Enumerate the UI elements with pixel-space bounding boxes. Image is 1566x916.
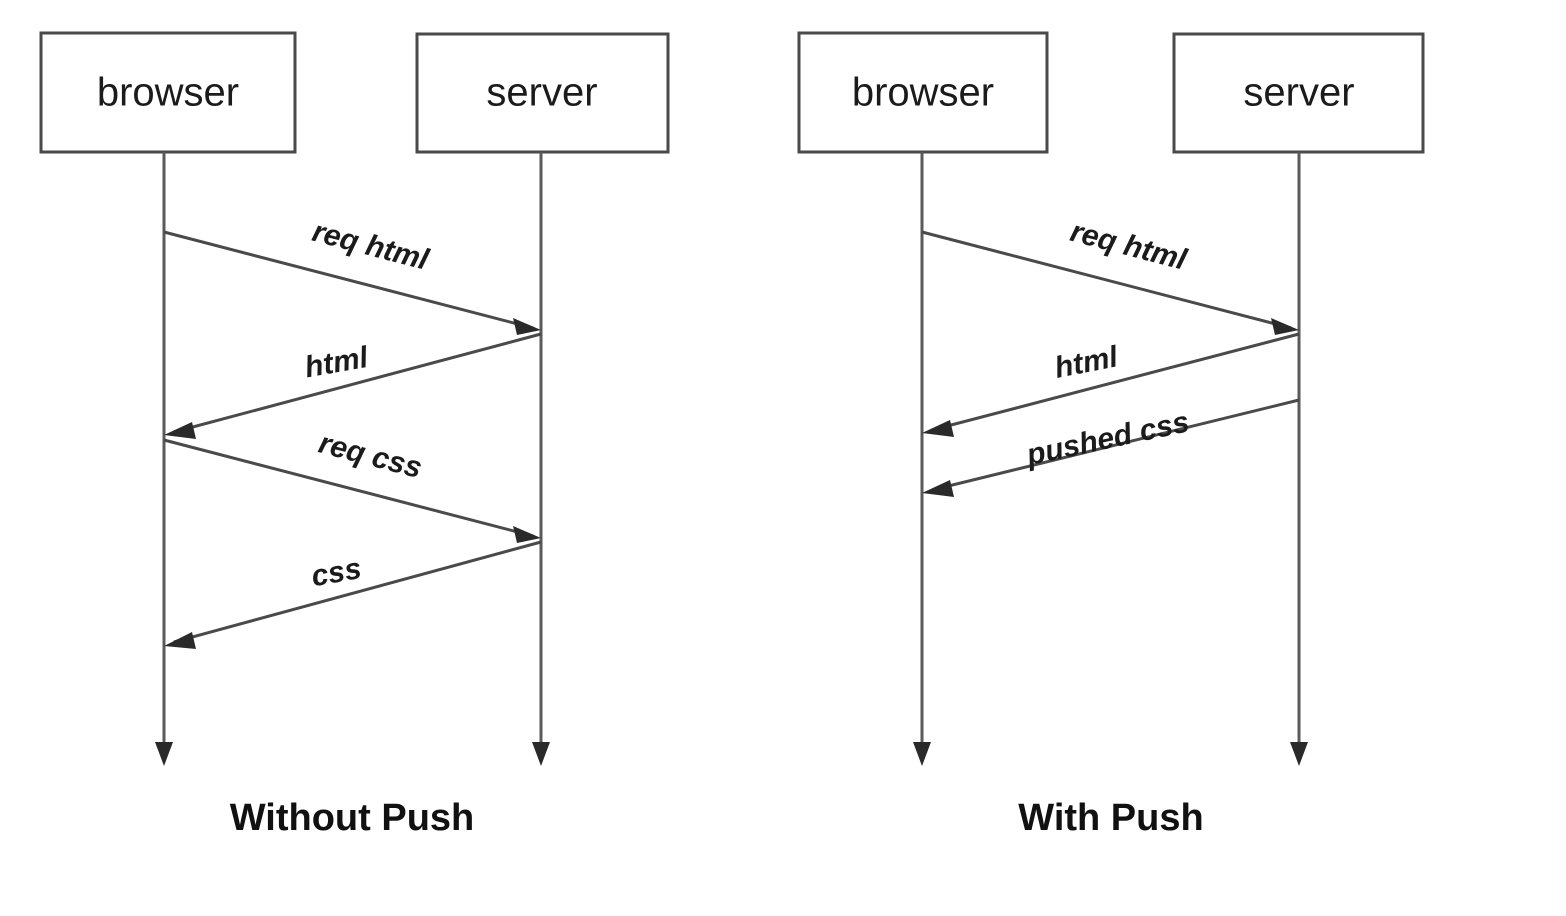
message-pushed-css: pushed css (922, 398, 1300, 497)
diagram-with-push: browser server req html html pushed (797, 31, 1425, 839)
lifeline-end-arrow-server (532, 742, 550, 766)
message-label-req-html: req html (1067, 215, 1190, 277)
participant-box (415, 32, 670, 154)
participant-browser-without-push: browser (39, 31, 297, 154)
diagram-without-push: browser server req html html req css (39, 31, 670, 839)
message-arrow-head (922, 420, 954, 437)
lifeline-end-arrow-browser (913, 742, 931, 766)
message-label-html: html (302, 341, 371, 385)
message-line (931, 332, 1300, 432)
message-line (931, 398, 1300, 492)
lifeline-end-arrow-server (1290, 742, 1308, 766)
message-req-html: req html (921, 215, 1299, 335)
message-arrow-head (164, 632, 196, 649)
caption-without-push: Without Push (230, 797, 475, 839)
message-arrow-head (513, 526, 541, 543)
participant-box (1172, 32, 1425, 154)
message-line (173, 332, 542, 434)
message-req-css: req css (163, 427, 541, 543)
participant-label-server: server (1243, 71, 1354, 115)
message-label-req-css: req css (315, 427, 425, 485)
participant-server-without-push: server (415, 32, 670, 154)
message-line (163, 438, 534, 538)
message-html: html (164, 332, 542, 439)
caption-with-push: With Push (1018, 797, 1203, 839)
message-label-req-html: req html (309, 215, 432, 277)
message-arrow-head (922, 480, 954, 497)
participant-label-server: server (486, 71, 597, 115)
message-css: css (164, 540, 542, 649)
participant-label-browser: browser (852, 71, 994, 115)
message-req-html: req html (163, 215, 541, 335)
message-arrow-head (164, 422, 196, 439)
lifeline-end-arrow-browser (155, 742, 173, 766)
message-line (173, 540, 542, 644)
message-line (163, 230, 534, 330)
message-line (921, 230, 1292, 330)
message-label-html: html (1052, 340, 1121, 385)
participant-label-browser: browser (97, 71, 239, 115)
message-label-css: css (309, 552, 364, 593)
participant-box (797, 31, 1049, 154)
message-arrow-head (513, 318, 541, 335)
message-label-pushed-css: pushed css (1023, 405, 1192, 472)
message-arrow-head (1271, 318, 1299, 335)
participant-browser-with-push: browser (797, 31, 1049, 154)
participant-server-with-push: server (1172, 32, 1425, 154)
participant-box (39, 31, 297, 154)
